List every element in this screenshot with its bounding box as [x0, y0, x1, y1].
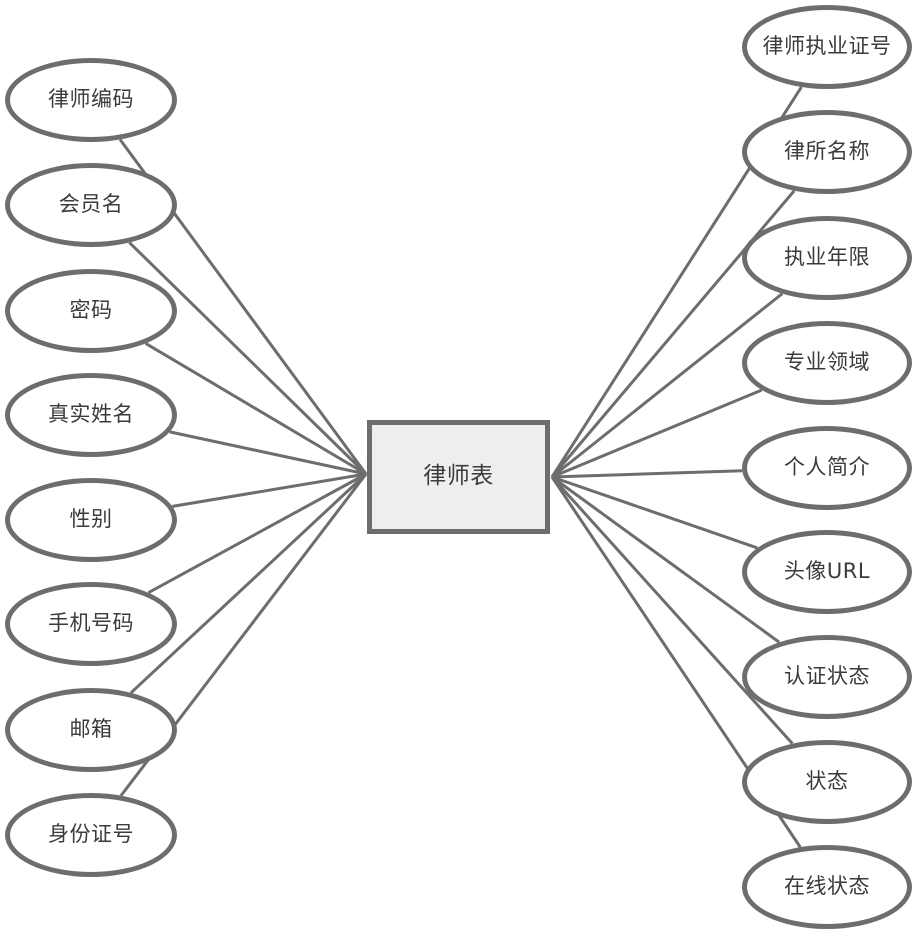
attribute-label: 个人简介 — [784, 455, 870, 480]
attribute-label: 密码 — [69, 298, 113, 323]
attribute-label: 律所名称 — [784, 139, 870, 164]
attribute-label: 认证状态 — [784, 664, 870, 689]
attribute-label: 手机号码 — [48, 611, 134, 636]
attribute-label: 执业年限 — [784, 245, 870, 270]
attribute-label: 头像URL — [783, 559, 871, 584]
attribute-node[interactable]: 执业年限 — [742, 216, 912, 300]
right-connector-line — [551, 475, 781, 644]
left-connector-line — [144, 342, 367, 476]
attribute-node[interactable]: 身份证号 — [5, 793, 177, 877]
attribute-label: 律师编码 — [48, 87, 134, 112]
left-connector-line — [128, 241, 368, 476]
attribute-node[interactable]: 个人简介 — [742, 426, 912, 510]
attribute-node[interactable]: 头像URL — [742, 530, 912, 614]
attribute-label: 身份证号 — [48, 822, 134, 847]
left-connector-line — [172, 472, 367, 508]
attribute-label: 状态 — [805, 769, 849, 794]
left-connector-line — [169, 430, 367, 476]
attribute-node[interactable]: 律所名称 — [742, 110, 912, 194]
attribute-node[interactable]: 真实姓名 — [5, 373, 177, 457]
attribute-label: 性别 — [69, 507, 113, 532]
right-edge-group — [550, 86, 803, 848]
right-connector-line — [551, 292, 784, 479]
left-edge-group — [118, 138, 368, 797]
left-connector-line — [129, 472, 368, 694]
attribute-label: 邮箱 — [69, 717, 113, 742]
attribute-label: 在线状态 — [784, 874, 870, 899]
attribute-node[interactable]: 在线状态 — [742, 845, 912, 929]
right-connector-line — [551, 469, 743, 479]
attribute-node[interactable]: 手机号码 — [5, 582, 177, 666]
entity-lawyer-table[interactable]: 律师表 — [367, 420, 550, 534]
attribute-node[interactable]: 会员名 — [5, 163, 177, 247]
attribute-node[interactable]: 专业领域 — [742, 321, 912, 405]
attribute-node[interactable]: 邮箱 — [5, 688, 177, 772]
right-connector-line — [551, 388, 763, 479]
attribute-node[interactable]: 密码 — [5, 269, 177, 353]
attribute-label: 真实姓名 — [48, 402, 134, 427]
right-connector-line — [551, 475, 758, 550]
right-connector-line — [550, 475, 794, 745]
attribute-node[interactable]: 性别 — [5, 478, 177, 562]
left-connector-line — [147, 472, 367, 595]
attribute-label: 律师执业证号 — [762, 34, 892, 59]
attribute-node[interactable]: 律师执业证号 — [742, 5, 912, 89]
attribute-node[interactable]: 律师编码 — [5, 58, 177, 142]
entity-label: 律师表 — [423, 463, 494, 490]
attribute-node[interactable]: 状态 — [742, 740, 912, 824]
attribute-label: 会员名 — [58, 192, 124, 217]
attribute-node[interactable]: 认证状态 — [742, 635, 912, 719]
attribute-label: 专业领域 — [784, 350, 870, 375]
